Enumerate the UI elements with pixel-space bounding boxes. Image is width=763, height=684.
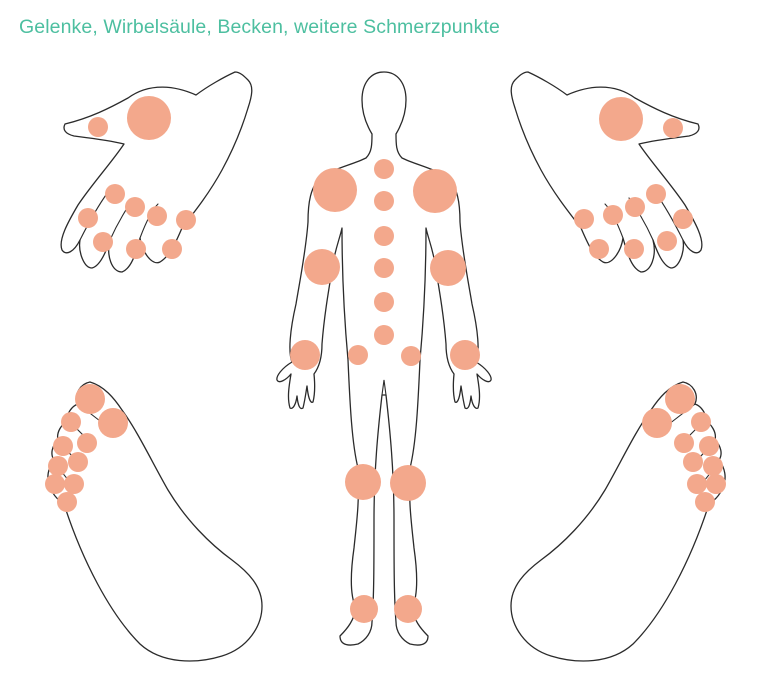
pain-point [706, 474, 726, 494]
pain-point [646, 184, 666, 204]
pain-point [162, 239, 182, 259]
pain-point [374, 325, 394, 345]
pain-point [624, 239, 644, 259]
body-crotch-line [382, 380, 386, 395]
pain-point [401, 346, 421, 366]
pain-point [683, 452, 703, 472]
pain-point [390, 465, 426, 501]
pain-point [64, 474, 84, 494]
pain-point [674, 433, 694, 453]
pain-point [703, 456, 723, 476]
pain-point [413, 169, 457, 213]
pain-point [625, 197, 645, 217]
pain-point [98, 408, 128, 438]
pain-point [450, 340, 480, 370]
pain-point [126, 239, 146, 259]
pain-point [374, 159, 394, 179]
pain-point [78, 208, 98, 228]
pain-point [665, 384, 695, 414]
pain-point [691, 412, 711, 432]
pain-point [603, 205, 623, 225]
pain-point [699, 436, 719, 456]
pain-point [642, 408, 672, 438]
pain-point [105, 184, 125, 204]
pain-point [599, 97, 643, 141]
pain-point [290, 340, 320, 370]
pain-point [345, 464, 381, 500]
pain-point [75, 384, 105, 414]
pain-point [45, 474, 65, 494]
pain-point [93, 232, 113, 252]
pain-point [687, 474, 707, 494]
pain-point [147, 206, 167, 226]
pain-point [374, 191, 394, 211]
pain-point [430, 250, 466, 286]
pain-point [176, 210, 196, 230]
pain-point [673, 209, 693, 229]
pain-point [61, 412, 81, 432]
pain-point [374, 292, 394, 312]
pain-point [53, 436, 73, 456]
pain-point [88, 117, 108, 137]
pain-point [313, 168, 357, 212]
pain-point [663, 118, 683, 138]
pain-point [350, 595, 378, 623]
pain-point [589, 239, 609, 259]
pain-point [127, 96, 171, 140]
pain-point [57, 492, 77, 512]
pain-point [574, 209, 594, 229]
pain-point [304, 249, 340, 285]
pain-point [125, 197, 145, 217]
pain-point [348, 345, 368, 365]
pain-point [657, 231, 677, 251]
pain-point [68, 452, 88, 472]
pain-point [394, 595, 422, 623]
pain-point [374, 258, 394, 278]
pain-point [374, 226, 394, 246]
pain-point [77, 433, 97, 453]
pain-point [48, 456, 68, 476]
pain-points [45, 96, 726, 623]
pain-point [695, 492, 715, 512]
